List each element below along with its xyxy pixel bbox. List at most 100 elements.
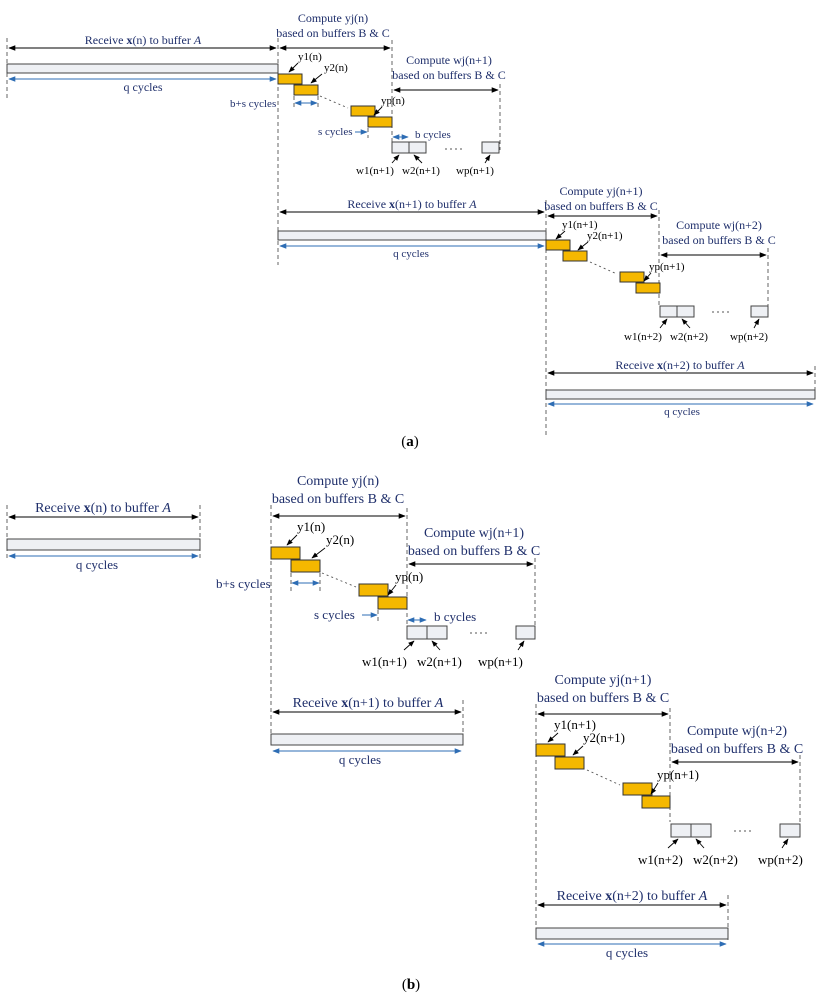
w-block [676,305,695,318]
y2n-label: y2(n) [326,532,354,547]
s-cycles-label: s cycles [314,607,355,622]
w2n2-label: w2(n+2) [670,331,708,343]
receive-xn2-label: Receive x(n+2) to buffer A [615,358,745,372]
y2n1-label: y2(n+1) [587,230,623,242]
compute-block [635,282,661,294]
compute-wn2-subtitle: based on buffers B & C [662,233,775,247]
buffer-a-bar [6,63,279,74]
receive-xn2-group: Receive x(n+2) to buffer A q cycles [535,889,729,960]
buffer-a-bar [535,927,729,940]
w1n2-label: w1(n+2) [624,331,662,343]
w1n2-label: w1(n+2) [638,852,683,867]
y1n1-label: y1(n+1) [562,219,598,231]
b-cycles-label: b cycles [434,609,476,624]
w2n1-label: w2(n+1) [417,654,462,669]
compute-yn-subtitle: based on buffers B & C [276,26,389,40]
wpn2-label: wp(n+2) [730,331,768,343]
b-plus-s-label: b+s cycles [230,98,276,110]
compute-wn2-subtitle: based on buffers B & C [671,742,803,757]
wpn1-label: wp(n+1) [456,165,494,177]
y2n-label: y2(n) [324,62,348,74]
receive-xn-label: Receive x(n) to buffer A [85,33,202,47]
w-block [426,625,448,640]
ypn1-label: yp(n+1) [649,261,685,273]
compute-wn1-title: Compute wj(n+1) [424,526,524,541]
wpn1-label: wp(n+1) [478,654,523,669]
q-cycles-label: q cycles [124,80,163,94]
receive-xn1-group: Receive x(n+1) to buffer A q cycles [277,197,547,438]
compute-wn1-subtitle: based on buffers B & C [392,68,505,82]
compute-block [377,596,408,610]
y1n-label: y1(n) [298,51,322,63]
buffer-a-bar [545,389,816,400]
w2n1-label: w2(n+1) [402,165,440,177]
w1n1-label: w1(n+1) [362,654,407,669]
compute-wn1-title: Compute wj(n+1) [406,53,492,67]
s-cycles-label: s cycles [318,126,353,138]
y1n1-label: y1(n+1) [554,717,596,732]
compute-block [367,116,393,128]
compute-block [293,84,319,96]
w-block [779,823,801,838]
w2n2-label: w2(n+2) [693,852,738,867]
ypn-label: yp(n) [381,95,405,107]
compute-yn-group: Compute yj(n) based on buffers B & C y1(… [216,474,423,740]
ypn1-label: yp(n+1) [657,767,699,782]
compute-block [619,271,645,283]
w-block [408,141,427,154]
w-block [690,823,712,838]
w-block [406,625,428,640]
compute-wn2-title: Compute wj(n+2) [676,218,762,232]
receive-xn1-group: Receive x(n+1) to buffer A q cycles [270,696,464,767]
compute-block [277,73,303,85]
compute-yn-subtitle: based on buffers B & C [272,492,404,507]
compute-block [641,795,671,809]
b-cycles-label: b cycles [415,129,451,141]
panel-b: Receive x(n) to buffer A q cycles Comput… [6,474,803,993]
compute-block [350,105,376,117]
compute-yn1-subtitle: based on buffers B & C [544,199,657,213]
compute-block [535,743,566,757]
compute-wn2-group: Compute wj(n+2) based on buffers B & C w… [638,724,803,867]
compute-block [554,756,585,770]
receive-xn-group: Receive x(n) to buffer A q cycles [6,33,279,265]
w-block [670,823,692,838]
q-cycles-label: q cycles [393,248,429,260]
compute-yn-title: Compute yj(n) [297,474,379,489]
compute-wn2-title: Compute wj(n+2) [687,724,787,739]
compute-wn2-group: Compute wj(n+2) based on buffers B & C w… [624,218,776,343]
wpn2-label: wp(n+2) [758,852,803,867]
buffer-a-bar [6,538,201,551]
compute-block [290,559,321,573]
ypn-label: yp(n) [395,569,423,584]
receive-xn-group: Receive x(n) to buffer A q cycles [6,501,201,572]
compute-wn1-subtitle: based on buffers B & C [408,544,540,559]
receive-xn1-label: Receive x(n+1) to buffer A [293,696,444,711]
receive-xn2-label: Receive x(n+2) to buffer A [557,889,708,904]
compute-block [622,782,653,796]
w-block [481,141,500,154]
y2n1-label: y2(n+1) [583,730,625,745]
buffer-a-bar [277,230,547,241]
compute-block [545,239,571,251]
q-cycles-label: q cycles [339,752,381,767]
panel-b-caption: (b) [402,977,420,993]
b-plus-s-label: b+s cycles [216,576,271,591]
compute-wn1-group: Compute wj(n+1) based on buffers B & C b… [362,526,540,669]
compute-yn1-group: Compute yj(n+1) based on buffers B & C y… [535,673,699,940]
receive-xn-label: Receive x(n) to buffer A [35,501,171,516]
compute-block [562,250,588,262]
w-block [391,141,410,154]
w-block [750,305,769,318]
panel-a-caption: (a) [401,434,419,450]
receive-xn1-label: Receive x(n+1) to buffer A [347,197,477,211]
w-block [659,305,678,318]
q-cycles-label: q cycles [606,945,648,960]
y1n-label: y1(n) [297,519,325,534]
panel-a: Receive x(n) to buffer A q cycles Comput… [6,11,816,450]
q-cycles-label: q cycles [76,557,118,572]
compute-block [270,546,301,560]
w1n1-label: w1(n+1) [356,165,394,177]
w-block [515,625,536,640]
